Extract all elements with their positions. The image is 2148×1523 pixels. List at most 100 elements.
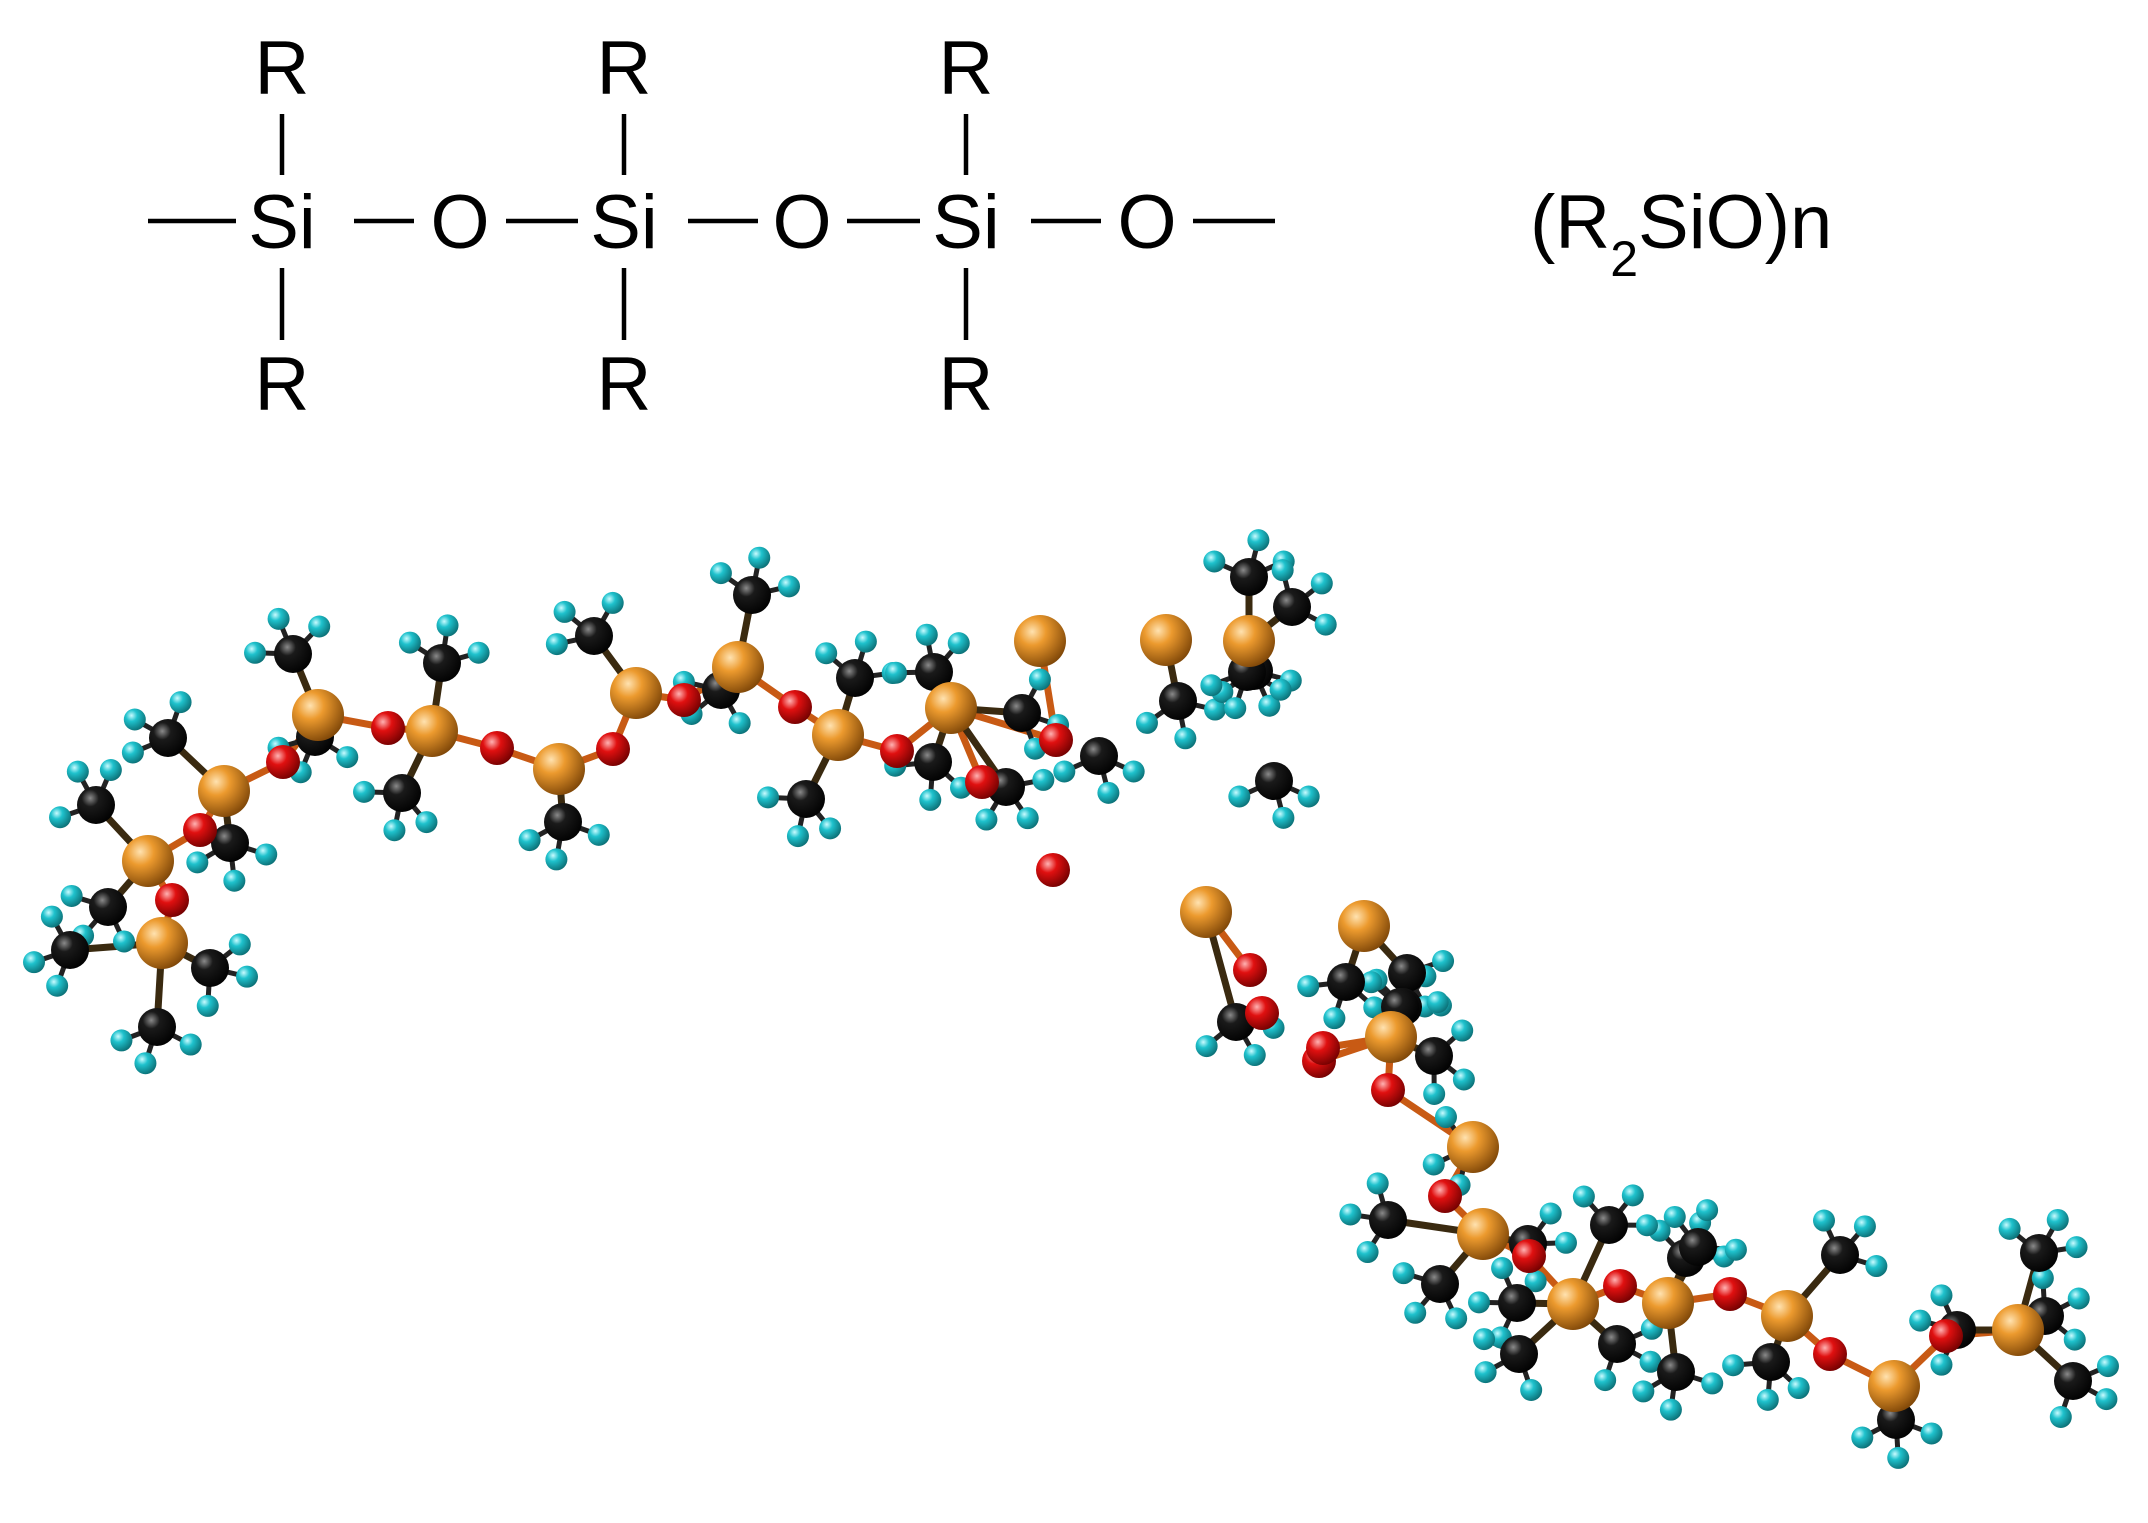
atom-label-r: R — [255, 26, 310, 111]
hydrogen-atom — [1097, 782, 1119, 804]
hydrogen-atom — [353, 781, 375, 803]
hydrogen-atom — [1636, 1214, 1658, 1236]
silicon-atom — [406, 705, 458, 757]
silicon-atom — [1338, 900, 1390, 952]
hydrogen-atom — [437, 614, 459, 636]
atom-label-si: Si — [932, 180, 1000, 265]
hydrogen-atom — [383, 819, 405, 841]
silicon-atom — [812, 709, 864, 761]
hydrogen-atom — [1520, 1379, 1542, 1401]
silicon-atom — [1642, 1277, 1694, 1329]
carbon-atom — [1590, 1206, 1628, 1244]
hydrogen-atom — [1999, 1218, 2021, 1240]
carbon-atom — [2020, 1234, 2058, 1272]
hydrogen-atom — [1468, 1291, 1490, 1313]
carbon-atom — [89, 888, 127, 926]
hydrogen-atom — [1491, 1257, 1513, 1279]
carbon-atom — [1327, 963, 1365, 1001]
hydrogen-atom — [134, 1052, 156, 1074]
hydrogen-atom — [1123, 761, 1145, 783]
carbon-atom — [1657, 1353, 1695, 1391]
oxygen-atom — [183, 813, 217, 847]
carbon-atom — [1230, 558, 1268, 596]
hydrogen-atom — [885, 662, 907, 684]
hydrogen-atom — [916, 624, 938, 646]
hydrogen-atom — [1813, 1210, 1835, 1232]
hydrogen-atom — [110, 1029, 132, 1051]
hydrogen-atom — [1701, 1372, 1723, 1394]
silicon-atom — [1447, 1121, 1499, 1173]
oxygen-atom — [1245, 996, 1279, 1030]
carbon-atom — [787, 780, 825, 818]
silicon-atom — [1868, 1360, 1920, 1412]
hydrogen-atom — [1339, 1203, 1361, 1225]
hydrogen-atom — [223, 870, 245, 892]
hydrogen-atom — [815, 642, 837, 664]
oxygen-atom — [480, 731, 514, 765]
hydrogen-atom — [100, 759, 122, 781]
silicon-atom — [1140, 614, 1192, 666]
hydrogen-atom — [1297, 975, 1319, 997]
hydrogen-atom — [1930, 1284, 1952, 1306]
hydrogen-atom — [545, 848, 567, 870]
hydrogen-atom — [1725, 1239, 1747, 1261]
carbon-atom — [1498, 1284, 1536, 1322]
hydrogen-atom — [855, 631, 877, 653]
oxygen-atom — [1428, 1179, 1462, 1213]
atom-label-si: Si — [248, 180, 316, 265]
hydrogen-atom — [1445, 1307, 1467, 1329]
hydrogen-atom — [197, 995, 219, 1017]
carbon-atom — [1500, 1335, 1538, 1373]
hydrogen-atom — [554, 601, 576, 623]
hydrogen-atom — [186, 851, 208, 873]
oxygen-atom — [155, 883, 189, 917]
silicon-atom — [1180, 886, 1232, 938]
hydrogen-atom — [229, 933, 251, 955]
carbon-atom — [1080, 737, 1118, 775]
hydrogen-atom — [1393, 1262, 1415, 1284]
silicon-atom — [292, 689, 344, 741]
silicon-atom — [533, 743, 585, 795]
hydrogen-atom — [1453, 1068, 1475, 1090]
model-atoms — [23, 529, 2119, 1469]
hydrogen-atom — [757, 786, 779, 808]
oxygen-atom — [1713, 1277, 1747, 1311]
carbon-atom — [138, 1008, 176, 1046]
hydrogen-atom — [415, 811, 437, 833]
silicon-atom — [712, 641, 764, 693]
hydrogen-atom — [1315, 614, 1337, 636]
hydrogen-atom — [1854, 1215, 1876, 1237]
hydrogen-atom — [1174, 727, 1196, 749]
hydrogen-atom — [1451, 1020, 1473, 1042]
hydrogen-atom — [710, 562, 732, 584]
ball-and-stick-model — [23, 529, 2119, 1469]
silicon-atom — [1992, 1304, 2044, 1356]
hydrogen-atom — [1136, 712, 1158, 734]
carbon-atom — [914, 743, 952, 781]
hydrogen-atom — [1272, 807, 1294, 829]
hydrogen-atom — [236, 966, 258, 988]
silicon-atom — [1014, 615, 1066, 667]
hydrogen-atom — [1632, 1380, 1654, 1402]
hydrogen-atom — [61, 885, 83, 907]
atom-label-r: R — [597, 342, 652, 427]
carbon-atom — [575, 617, 613, 655]
atom-label-o: O — [430, 180, 489, 265]
hydrogen-atom — [1921, 1422, 1943, 1444]
carbon-atom — [149, 719, 187, 757]
hydrogen-atom — [244, 642, 266, 664]
hydrogen-atom — [124, 709, 146, 731]
carbon-atom — [274, 635, 312, 673]
hydrogen-atom — [1594, 1369, 1616, 1391]
hydrogen-atom — [2050, 1406, 2072, 1428]
hydrogen-atom — [2047, 1209, 2069, 1231]
hydrogen-atom — [1404, 1302, 1426, 1324]
carbon-atom — [383, 774, 421, 812]
hydrogen-atom — [1244, 1044, 1266, 1066]
hydrogen-atom — [2095, 1388, 2117, 1410]
hydrogen-atom — [308, 615, 330, 637]
repeat-unit-formula: (R2SiO)n — [1530, 180, 1832, 287]
atom-label-r: R — [597, 26, 652, 111]
formula-open: (R — [1530, 180, 1610, 265]
hydrogen-atom — [1272, 559, 1294, 581]
